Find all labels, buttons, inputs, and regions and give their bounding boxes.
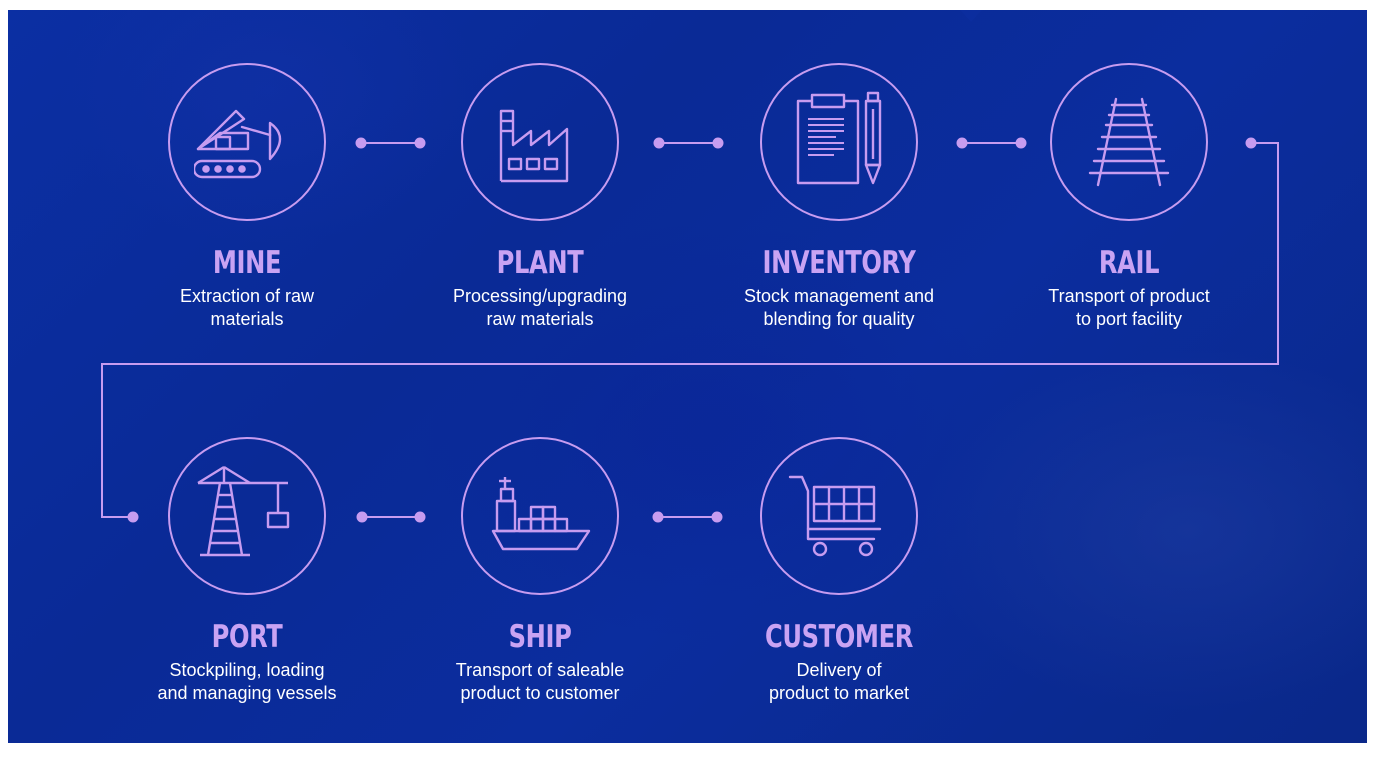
step-title: CUSTOMER (765, 619, 913, 655)
shopping-cart-icon (788, 475, 882, 557)
icon-ring (168, 437, 326, 595)
excavator-icon (194, 109, 282, 179)
step-title: SHIP (508, 619, 572, 655)
step-title: PLANT (496, 245, 584, 281)
cargo-ship-icon (491, 477, 591, 551)
icon-ring (168, 63, 326, 221)
step-title: PORT (211, 619, 283, 655)
factory-icon (499, 109, 569, 183)
icon-ring (1050, 63, 1208, 221)
down-arrow-pointer (960, 10, 982, 22)
step-title: MINE (212, 245, 282, 281)
icon-ring (461, 63, 619, 221)
icon-ring (461, 437, 619, 595)
icon-ring (760, 437, 918, 595)
step-title: INVENTORY (762, 245, 916, 281)
icon-ring (760, 63, 918, 221)
connector-rail-port (101, 142, 1279, 518)
clipboard-pen-icon (796, 91, 882, 185)
crane-icon (197, 465, 290, 557)
step-title: RAIL (1098, 245, 1160, 281)
railway-track-icon (1088, 97, 1170, 187)
